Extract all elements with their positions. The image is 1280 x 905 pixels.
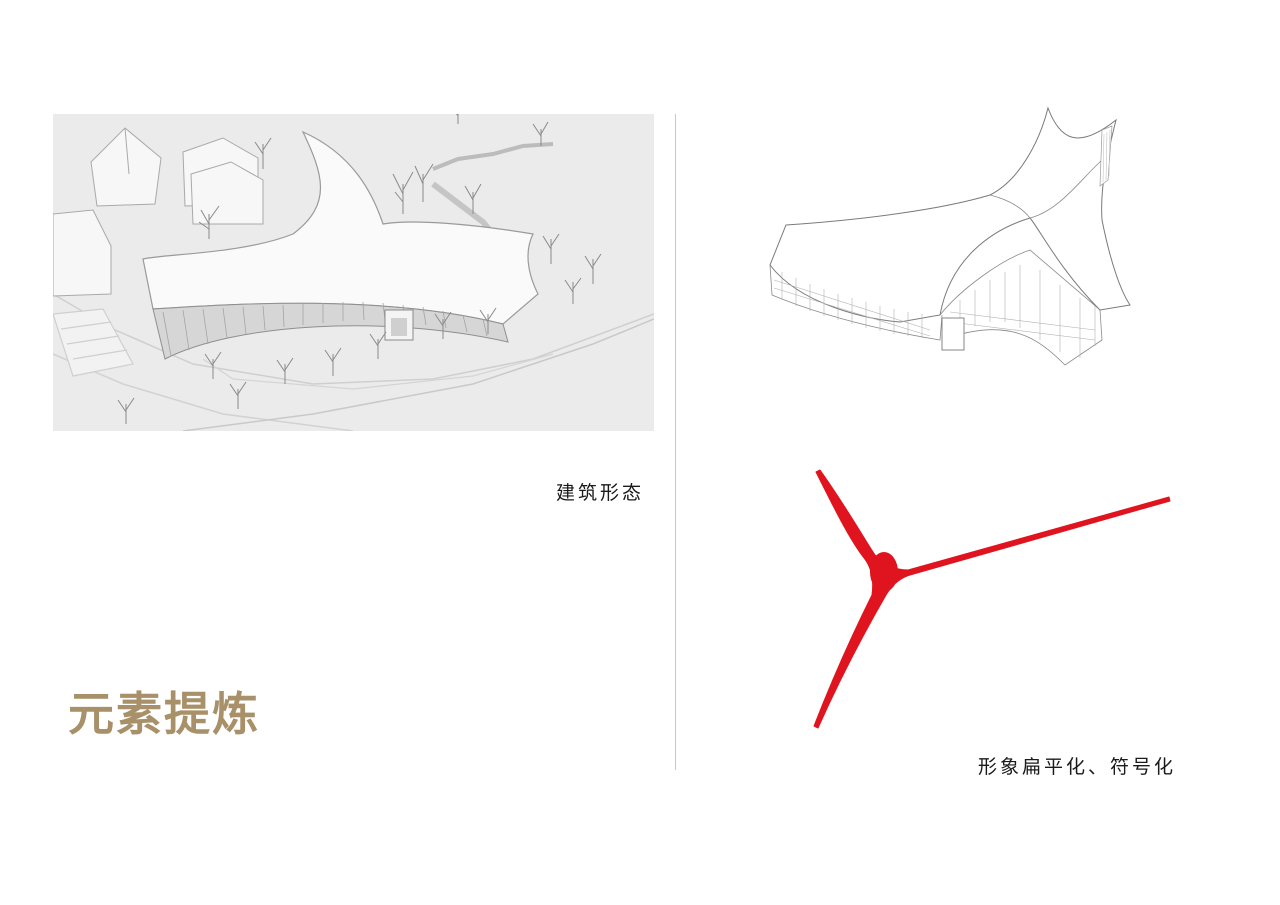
vertical-divider — [675, 114, 676, 770]
section-heading: 元素提炼 — [68, 687, 260, 741]
caption-building-form: 建筑形态 — [555, 482, 644, 504]
flattened-y-symbol — [800, 460, 1180, 740]
building-line-drawing — [760, 100, 1150, 370]
building-model-render — [53, 114, 654, 431]
caption-flattened-symbol: 形象扁平化、符号化 — [977, 756, 1176, 778]
